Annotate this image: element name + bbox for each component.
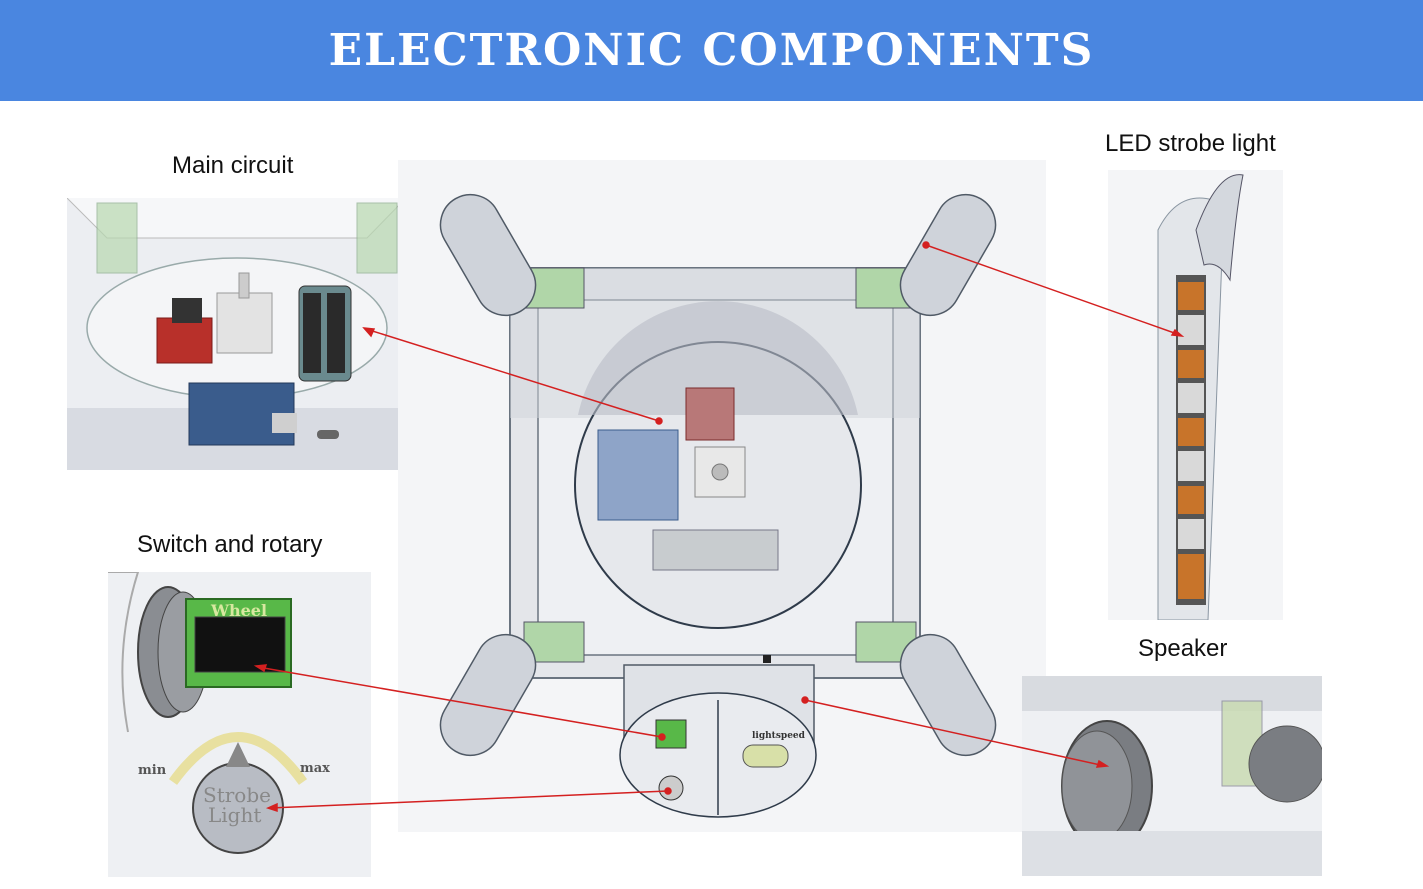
- min-model-text: min: [138, 763, 167, 778]
- main-circuit-panel: [67, 198, 406, 470]
- led-strobe-panel: [1108, 170, 1283, 620]
- strobe-model-text: Strobe: [203, 783, 271, 807]
- label-switch-and-rotary: Switch and rotary: [137, 531, 323, 558]
- top-view-render: lightspeed: [398, 160, 1046, 832]
- lightspeed-model-text: lightspeed: [752, 731, 806, 741]
- page-title: ELECTRONIC COMPONENTS: [328, 25, 1095, 76]
- light-model-text: Light: [208, 803, 261, 827]
- label-main-circuit: Main circuit: [172, 152, 294, 179]
- switch-rotary-render: Wheel min max Strobe Light: [108, 572, 371, 877]
- title-banner: ELECTRONIC COMPONENTS: [0, 0, 1423, 101]
- wheel-model-text: Wheel: [210, 601, 267, 620]
- switch-rotary-panel: Wheel min max Strobe Light: [108, 572, 371, 877]
- speaker-render: [1022, 676, 1322, 876]
- max-model-text: max: [300, 761, 330, 776]
- led-segments: [1178, 282, 1204, 599]
- led-strobe-render: [1108, 170, 1283, 620]
- main-circuit-render: [67, 198, 406, 470]
- label-speaker: Speaker: [1138, 635, 1228, 662]
- label-led-strobe-light: LED strobe light: [1105, 130, 1276, 157]
- speaker-panel: [1022, 676, 1322, 876]
- top-view-model: lightspeed: [398, 160, 1046, 832]
